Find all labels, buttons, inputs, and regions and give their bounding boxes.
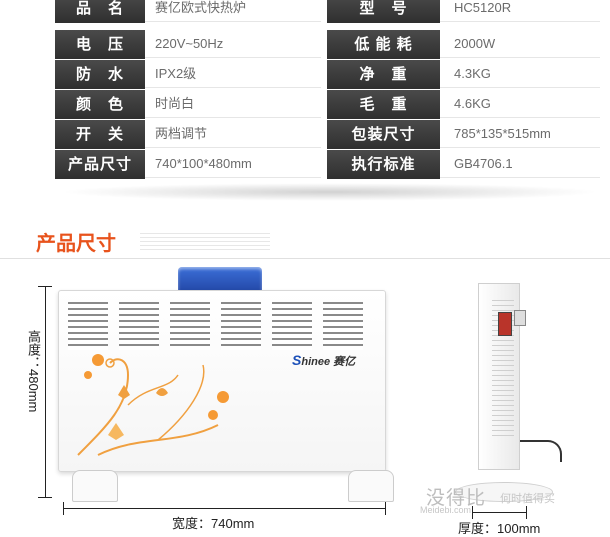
depth-cap-right [526, 506, 527, 519]
brand-name: hinee [301, 356, 331, 368]
grill-slot [323, 302, 363, 350]
brand-initial: S [292, 352, 302, 368]
left-foot [72, 470, 118, 502]
grill-slot [221, 302, 261, 350]
spec-value: IPX2级 [145, 60, 321, 88]
spec-label: 颜 色 [55, 90, 145, 119]
spec-label: 品 名 [55, 0, 145, 23]
spec-row: 开 关 两档调节 包装尺寸 785*135*515mm [55, 120, 600, 149]
spec-label: 低 能 耗 [327, 30, 440, 59]
depth-cap-left [472, 506, 473, 519]
spec-value: GB4706.1 [440, 150, 600, 178]
spec-value: 4.6KG [440, 90, 600, 118]
spec-label: 执行标准 [327, 150, 440, 179]
spec-value: 220V~50Hz [145, 30, 321, 58]
spec-value: 740*100*480mm [145, 150, 321, 178]
spec-row: 品 名 赛亿欧式快热炉 型 号 HC5120R [55, 0, 600, 29]
spec-value: 赛亿欧式快热炉 [145, 0, 321, 22]
air-grill [68, 302, 364, 352]
floral-decoration [77, 354, 229, 456]
watermark-main: 没得比 [426, 488, 487, 509]
thermostat-knob-icon [514, 310, 526, 326]
height-cap-bottom [38, 497, 52, 498]
spec-label: 包装尺寸 [327, 120, 440, 149]
right-foot [348, 470, 394, 502]
spec-row: 产品尺寸 740*100*480mm 执行标准 GB4706.1 [55, 150, 600, 179]
depth-label: 厚度：100mm [458, 521, 541, 536]
height-dimension-line [45, 286, 46, 498]
spec-value: 时尚白 [145, 90, 321, 118]
spec-label: 开 关 [55, 120, 145, 149]
grill-slot [272, 302, 312, 350]
side-foot [455, 482, 553, 502]
depth-dimension-line [472, 512, 526, 513]
spec-label: 毛 重 [327, 90, 440, 119]
power-switch-icon [498, 312, 512, 336]
grill-slot [119, 302, 159, 350]
spec-row: 防 水 IPX2级 净 重 4.3KG [55, 60, 600, 89]
spec-row: 电 压 220V~50Hz 低 能 耗 2000W [55, 30, 600, 59]
width-dimension-line [63, 508, 385, 509]
brand-logo: Shinee 赛亿 [292, 352, 355, 369]
watermark-url: Meidebi.com [420, 505, 472, 515]
height-cap-top [38, 286, 52, 287]
section-title: 产品尺寸 [36, 233, 116, 255]
spec-value: HC5120R [440, 0, 600, 22]
power-cord [520, 440, 562, 462]
spec-label: 电 压 [55, 30, 145, 59]
spec-label: 产品尺寸 [55, 150, 145, 179]
width-cap-left [63, 502, 64, 515]
watermark-sub: 何时值得买 [500, 493, 555, 505]
spec-row: 颜 色 时尚白 毛 重 4.6KG [55, 90, 600, 119]
spec-value: 2000W [440, 30, 600, 58]
height-label: 高度：480mm [13, 330, 43, 413]
spec-label: 防 水 [55, 60, 145, 89]
section-divider [0, 258, 610, 259]
brand-sub: 赛亿 [333, 356, 356, 368]
spec-value: 两档调节 [145, 120, 321, 148]
spec-table: 品 名 赛亿欧式快热炉 型 号 HC5120R 电 压 220V~50Hz 低 … [55, 0, 600, 180]
decorative-lines [140, 233, 270, 253]
spec-value: 785*135*515mm [440, 120, 600, 148]
grill-slot [68, 302, 108, 350]
table-shadow [60, 183, 600, 201]
width-label: 宽度：740mm [172, 516, 255, 531]
width-cap-right [385, 502, 386, 515]
spec-value: 4.3KG [440, 60, 600, 88]
spec-label: 净 重 [327, 60, 440, 89]
grill-slot [170, 302, 210, 350]
spec-label: 型 号 [327, 0, 440, 23]
